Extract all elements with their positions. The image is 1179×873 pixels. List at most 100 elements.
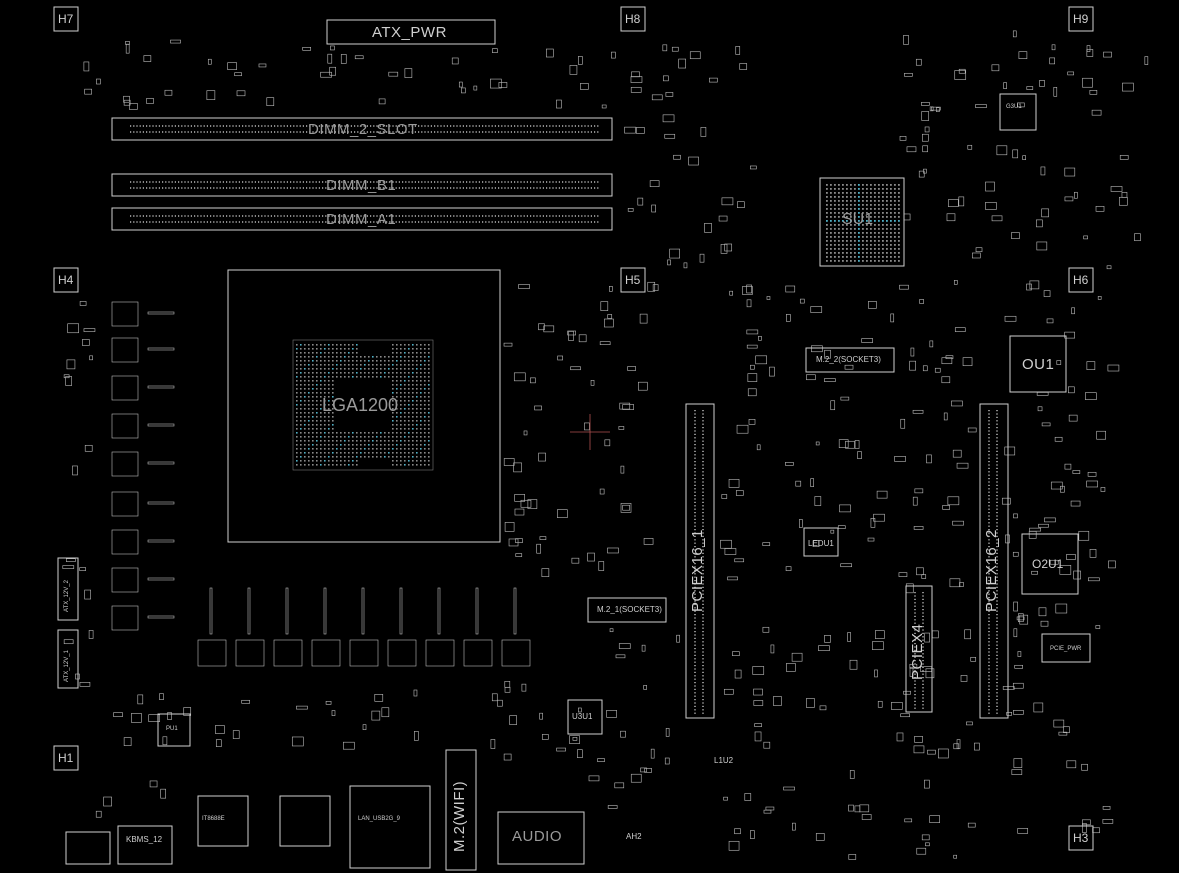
dimm-contact <box>290 187 292 189</box>
pch-ball <box>866 192 868 194</box>
cpu-pin <box>308 372 310 374</box>
smd-component <box>951 400 963 407</box>
dimm-contact <box>491 181 493 183</box>
pch-ball <box>866 208 868 210</box>
dimm-contact <box>386 187 388 189</box>
pch-ball <box>862 260 864 262</box>
hole-h1 <box>53 745 79 771</box>
dimm-contact <box>312 187 314 189</box>
cpu-pin <box>396 360 398 362</box>
dimm-contact <box>194 125 196 127</box>
smd-component <box>1071 307 1075 315</box>
pcie-contact <box>988 590 990 592</box>
pcie-contact <box>694 709 696 711</box>
dimm-contact <box>299 125 301 127</box>
cpu-pin <box>380 444 382 446</box>
smd-component <box>924 632 930 643</box>
smd-component <box>721 494 728 499</box>
smd-component <box>624 126 636 134</box>
cpu-pin <box>340 444 342 446</box>
dimm-contact <box>203 221 205 223</box>
pch-ball <box>830 244 832 246</box>
pcie-contact <box>702 515 704 517</box>
cpu-pin <box>356 360 358 362</box>
cpu-pin <box>296 368 298 370</box>
dimm-contact <box>258 131 260 133</box>
dimm-contact <box>235 187 237 189</box>
dimm-contact <box>270 221 272 223</box>
cpu-pin <box>320 456 322 458</box>
smd-component <box>891 702 903 710</box>
cpu-pin <box>356 436 358 438</box>
dimm-contact <box>379 125 381 127</box>
kbms-outline <box>117 825 173 865</box>
pch-ball <box>874 248 876 250</box>
dimm-contact <box>382 187 384 189</box>
dimm-contact <box>309 181 311 183</box>
cpu-pin <box>416 412 418 414</box>
dimm-contact <box>267 125 269 127</box>
cpu-pin <box>388 376 390 378</box>
pcie-contact <box>702 552 704 554</box>
smd-component <box>640 767 647 773</box>
cpu-pin <box>356 452 358 454</box>
smd-component <box>241 699 250 704</box>
dimm-contact <box>405 131 407 133</box>
pcie-contact <box>988 675 990 677</box>
dimm-contact <box>379 215 381 217</box>
cpu-pin <box>316 460 318 462</box>
smd-component <box>724 548 737 555</box>
smd-component <box>234 72 242 77</box>
dimm-contact <box>216 181 218 183</box>
pcie-contact <box>694 522 696 524</box>
smd-component <box>812 540 820 547</box>
cpu-pin <box>320 424 322 426</box>
dimm-contact <box>206 181 208 183</box>
dimm-contact <box>290 131 292 133</box>
pch-ball <box>890 208 892 210</box>
dimm-contact <box>498 187 500 189</box>
dimm-contact <box>210 221 212 223</box>
smd-component <box>374 694 384 702</box>
dimm-contact <box>562 181 564 183</box>
cpu-pin <box>368 376 370 378</box>
pcie-contact <box>702 580 704 582</box>
pcie-contact <box>694 546 696 548</box>
smd-component <box>1119 155 1129 160</box>
pcie-contact <box>988 631 990 633</box>
dimm-contact <box>229 125 231 127</box>
smd-component <box>1102 806 1111 810</box>
pcie-contact <box>914 700 916 702</box>
dimm-contact <box>354 125 356 127</box>
pcie-contact <box>702 705 704 707</box>
pcie-contact <box>694 705 696 707</box>
dimm-contact <box>341 187 343 189</box>
dimm-contact <box>222 221 224 223</box>
pch-ball <box>834 188 836 190</box>
usb-header-outline <box>65 831 111 865</box>
cpu-pin <box>428 344 430 346</box>
dimm-contact <box>440 131 442 133</box>
dimm-contact <box>574 181 576 183</box>
pcie-contact <box>702 454 704 456</box>
cpu-pin <box>384 448 386 450</box>
dimm-contact <box>149 221 151 223</box>
pch-ball <box>886 184 888 186</box>
cpu-pin <box>336 344 338 346</box>
dimm-contact <box>478 131 480 133</box>
dimm-contact <box>440 221 442 223</box>
pch-ball <box>826 220 828 222</box>
vrm-trace <box>147 423 175 427</box>
dimm-contact <box>302 221 304 223</box>
dimm-contact <box>562 215 564 217</box>
pch-ball <box>850 248 852 250</box>
dimm-contact <box>405 221 407 223</box>
smd-component <box>709 77 718 83</box>
cpu-pin <box>304 388 306 390</box>
dimm-contact <box>405 125 407 127</box>
hole-label-h1: H1 <box>58 751 74 765</box>
pch-ball <box>894 240 896 242</box>
cpu-pin <box>312 372 314 374</box>
cpu-pin <box>424 456 426 458</box>
dimm-contact <box>357 221 359 223</box>
